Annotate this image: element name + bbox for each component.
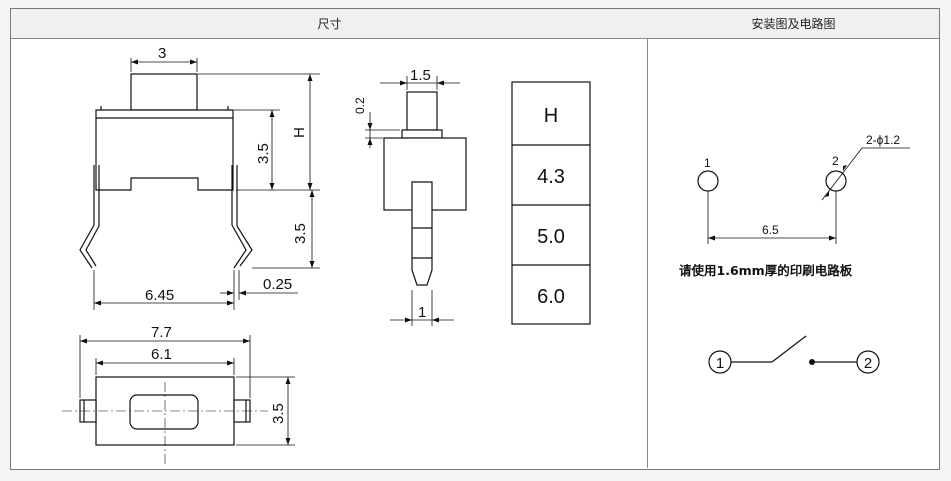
terminal-2-label: 2 <box>864 355 872 372</box>
dim-inner-width: 6.1 <box>151 346 172 363</box>
front-view <box>365 76 467 326</box>
h-table-header: H <box>544 105 558 127</box>
dim-pin-width: 1 <box>418 304 426 321</box>
dim-pin-thickness: 0.25 <box>263 276 292 293</box>
dim-height-h: H <box>291 127 308 138</box>
side-view-arrows <box>94 59 315 306</box>
mounting-arrows <box>708 165 847 241</box>
h-table-row: 5.0 <box>537 226 565 248</box>
dim-outer-width: 7.7 <box>151 324 172 341</box>
front-view-arrows <box>367 80 444 323</box>
hole2-label: 2 <box>832 154 839 168</box>
h-table-grid <box>511 81 591 325</box>
side-view <box>79 58 320 310</box>
switch-circuit <box>708 335 880 374</box>
terminal-1-label: 1 <box>716 355 724 372</box>
dim-depth: 3.5 <box>270 403 287 424</box>
dim-base-width: 6.45 <box>145 287 174 304</box>
hole1-label: 1 <box>704 156 711 170</box>
pcb-note: 请使用1.6mm厚的印刷电路板 <box>679 263 853 278</box>
h-table-row: 4.3 <box>537 166 565 188</box>
panel-divider <box>647 38 648 468</box>
h-table-row: 6.0 <box>537 286 565 308</box>
hole-spec: 2-ϕ1.2 <box>866 133 900 147</box>
top-view-arrows <box>80 338 291 445</box>
dim-cap-width: 1.5 <box>410 67 431 84</box>
dim-top-width: 3 <box>158 45 166 62</box>
switch-contact-dot <box>809 359 815 365</box>
mounting-drawing <box>697 147 910 244</box>
top-view <box>62 335 295 466</box>
mounting-header: 安装图及电路图 <box>648 9 939 39</box>
mounting-title: 安装图及电路图 <box>751 17 836 31</box>
dim-upper-height: 3.5 <box>255 143 272 164</box>
dimensions-title: 尺寸 <box>317 17 342 31</box>
dim-lower-height: 3.5 <box>292 223 309 244</box>
dim-cap-offset: 0.2 <box>353 97 367 114</box>
hole-spacing: 6.5 <box>762 223 779 237</box>
dimensions-header: 尺寸 <box>11 9 649 39</box>
